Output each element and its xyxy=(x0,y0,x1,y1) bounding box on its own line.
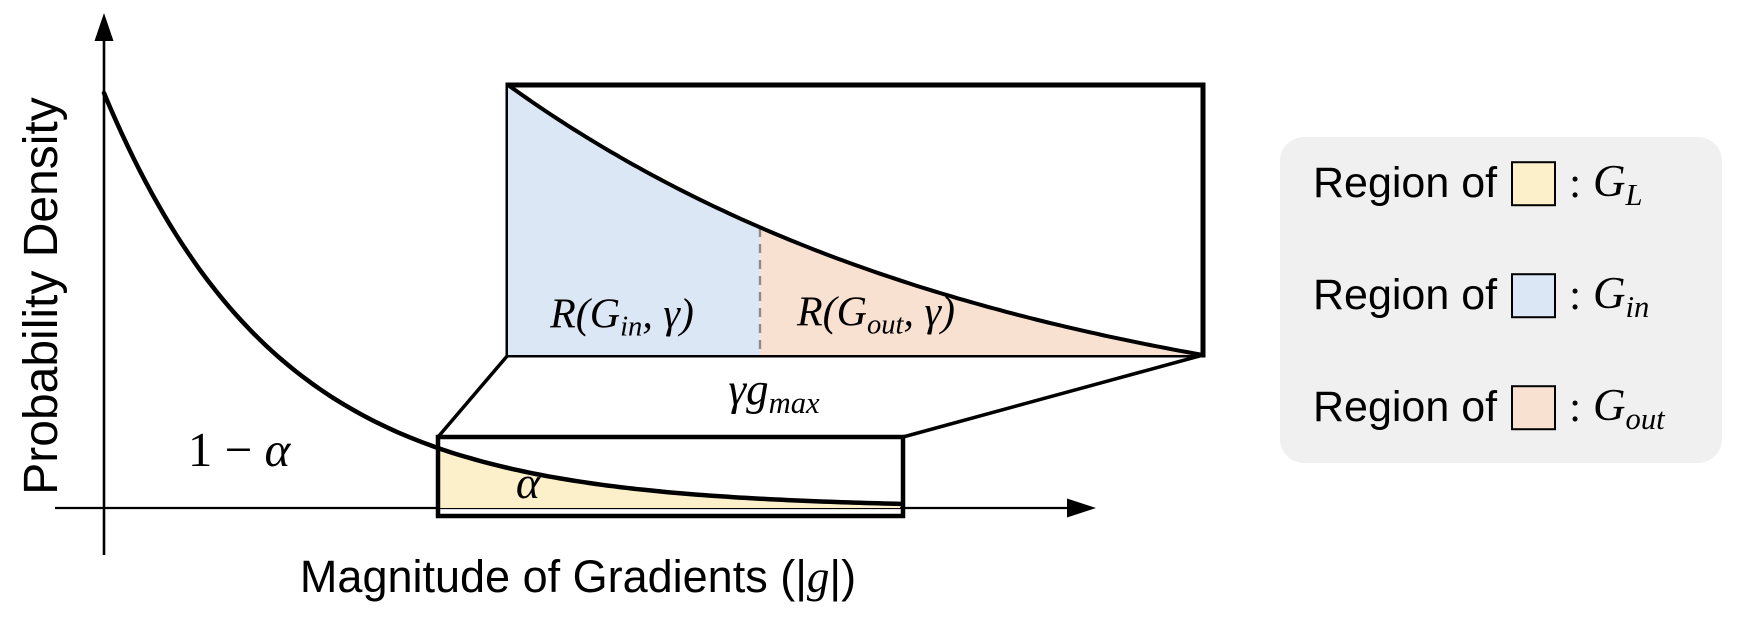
g-l-symbol: GL xyxy=(1593,156,1643,212)
x-axis-arrow-icon xyxy=(1067,498,1096,518)
legend-box: Region of : GL Region of : Gin Region of… xyxy=(1280,137,1722,463)
alpha-label: α xyxy=(515,457,541,508)
pink-swatch-icon xyxy=(1511,385,1557,431)
g-in-region xyxy=(508,85,760,355)
r-gout-label: R(Gout, γ) xyxy=(796,289,956,341)
r-gin-label: R(Gin, γ) xyxy=(550,291,694,343)
blue-swatch-icon xyxy=(1511,273,1557,319)
inset-density-curve xyxy=(506,83,1205,357)
yellow-swatch-icon xyxy=(1511,161,1557,207)
one-minus-alpha-label: 1 − α xyxy=(187,422,291,477)
g-out-symbol: Gout xyxy=(1593,380,1665,436)
alpha-tail-region xyxy=(438,448,900,508)
g-in-symbol: Gin xyxy=(1593,268,1650,324)
zoom-source-rect xyxy=(435,434,906,519)
legend-row-gin: Region of : Gin xyxy=(1313,268,1650,324)
zoom-connector-right xyxy=(902,353,1204,439)
legend-row-gout: Region of : Gout xyxy=(1313,380,1665,436)
x-axis-label-prefix: Magnitude of Gradients (| xyxy=(299,551,807,602)
g-out-region xyxy=(760,227,1203,355)
zoom-connector-left xyxy=(436,353,510,439)
y-axis-arrow-icon xyxy=(94,13,114,41)
density-curve xyxy=(101,90,903,507)
x-axis-label-suffix: |) xyxy=(829,551,857,602)
x-axis-label: Magnitude of Gradients (|g|) xyxy=(300,554,856,600)
gamma-gmax-label: γgmax xyxy=(728,364,820,420)
x-axis-label-variable: g xyxy=(806,552,830,602)
legend-row-gl: Region of : GL xyxy=(1313,156,1643,212)
y-axis-label: Probability Density xyxy=(15,97,68,495)
